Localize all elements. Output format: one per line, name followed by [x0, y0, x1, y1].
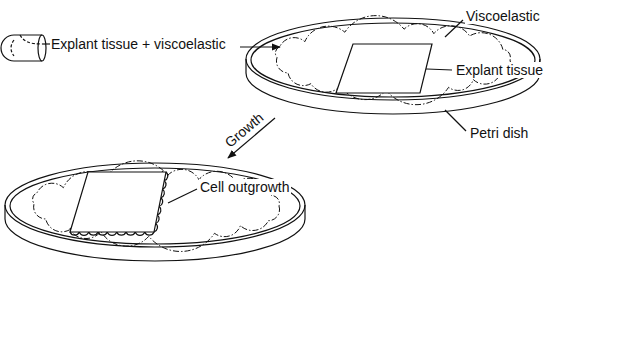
viscoelastic-outline [33, 161, 280, 252]
leader-line [445, 110, 466, 131]
leader-line [42, 43, 50, 44]
arrow-label: Growth [221, 109, 267, 152]
process-label: Explant tissue + viscoelastic [50, 36, 227, 52]
cell-outgrowth [70, 171, 168, 235]
petri-dish [5, 163, 305, 261]
part-label: Viscoelastic [465, 8, 541, 24]
part-label: Petri dish [469, 125, 529, 141]
part-label: Cell outgrowth [199, 179, 291, 195]
tissue-roll [1, 35, 46, 61]
part-label: Explant tissue [455, 62, 544, 78]
explant-tissue [336, 44, 432, 93]
explant-tissue [70, 172, 166, 232]
leader-line [445, 20, 463, 37]
leader-line [168, 189, 197, 203]
viscoelastic-outline [275, 16, 510, 105]
